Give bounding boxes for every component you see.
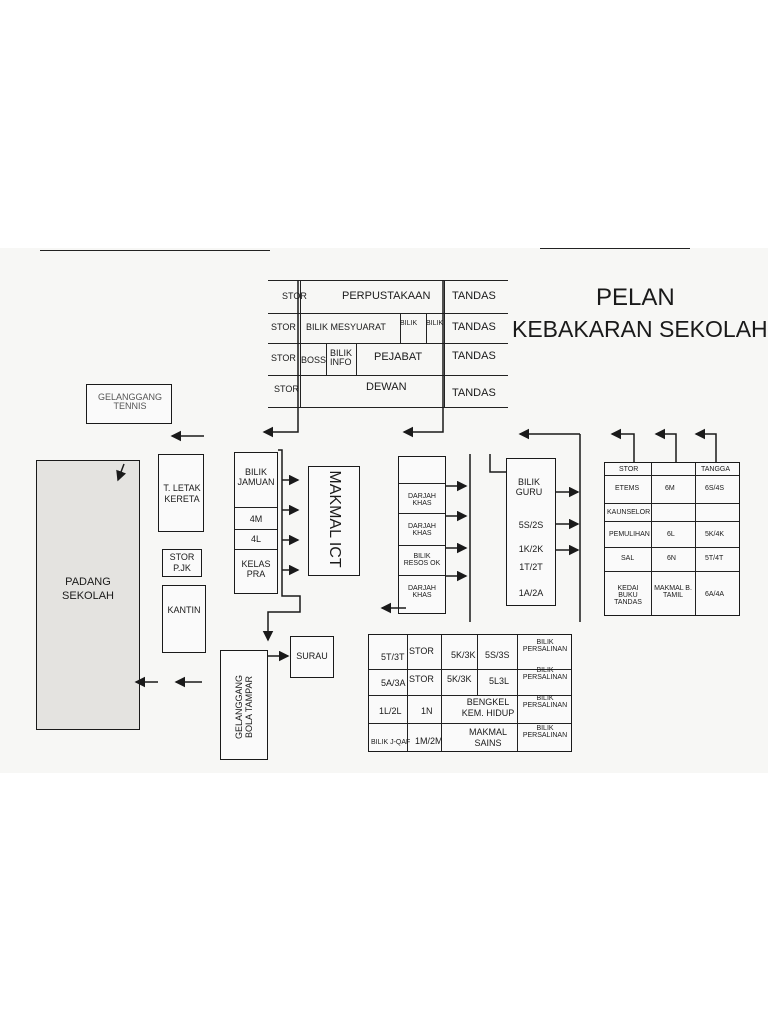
right-tangga: TANGGA (701, 466, 731, 473)
tandas-row1: TANDAS (452, 290, 496, 302)
bottom-r2-a: 5A/3A (381, 678, 406, 688)
right-r1-b: 6M (665, 485, 675, 492)
title-line2: KEBAKARAN SEKOLAH (512, 316, 768, 342)
stor-row2: STOR (271, 322, 296, 332)
kelas-4l: 4L (250, 534, 261, 544)
stor-row3: STOR (271, 353, 296, 363)
persalinan-3: BILIK PERSALINAN (522, 695, 568, 709)
route-arrow (489, 454, 506, 473)
bottom-r4-a: BILIK J-QAF (371, 739, 411, 746)
tletak-label: T. LETAK KERETA (163, 483, 201, 504)
top-block (268, 280, 508, 409)
stor-pjk-b: P.JK (173, 563, 191, 573)
route-arrow (610, 428, 635, 462)
surau-label: SURAU (296, 651, 328, 661)
kantin-label: KANTIN (167, 605, 201, 615)
kelas-1a2a: 1A/2A (518, 588, 544, 598)
right-r4-b: 6N (667, 555, 676, 562)
kelas-5s2s: 5S/2S (518, 520, 544, 530)
route-arrow (654, 428, 677, 462)
bottom-r2-b: STOR (409, 674, 434, 684)
right-r3-c: 5K/4K (705, 531, 725, 538)
right-r4-a: SAL (621, 555, 635, 562)
tandas-row4: TANDAS (452, 387, 496, 399)
route-arrow (262, 280, 299, 438)
bottom-r1-a: 5T/3T (381, 652, 405, 662)
right-r2-a: KAUNSELOR (607, 509, 651, 516)
surau: SURAU (290, 636, 334, 678)
darjah-khas-3: DARJAH KHAS (407, 585, 436, 599)
bottom-r1-c: 5K/3K (451, 650, 476, 660)
kelas-1t2t: 1T/2T (519, 562, 543, 572)
bottom-r1-b: STOR (409, 646, 434, 656)
gelanggang-tennis: GELANGGANG TENNIS (86, 384, 172, 424)
right-r3-a: PEMULIHAN (609, 531, 650, 538)
darjah-khas-block: DARJAH KHAS DARJAH KHAS BILIK RESOS OK D… (398, 456, 446, 614)
padang-sekolah-label: PADANG SEKOLAH (62, 576, 114, 602)
persalinan-1: BILIK PERSALINAN (522, 639, 568, 653)
jamuan-block: BILIK JAMUAN 4M 4L KELAS PRA (234, 452, 278, 594)
bottom-r3-a: 1L/2L (379, 706, 402, 716)
bottom-r1-d: 5S/3S (485, 650, 510, 660)
title-line1: PELAN (596, 284, 675, 311)
boss-label: BOSS (301, 355, 327, 365)
bottom-block: 5T/3T STOR 5K/3K 5S/3S 5A/3A STOR 5K/3K … (368, 634, 572, 752)
persalinan-2: BILIK PERSALINAN (522, 667, 568, 681)
bottom-r4-b: 1M/2M (415, 736, 443, 746)
bottom-r3-b: 1N (421, 706, 433, 716)
kantin: KANTIN (162, 585, 206, 653)
right-r5-c: 6A/4A (705, 591, 725, 598)
right-r5-a: KEDAI BUKU TANDAS (614, 585, 642, 606)
route-arrow (694, 428, 717, 462)
makmal-ict: MAKMAL ICT (308, 466, 360, 576)
tandas-row3: TANDAS (452, 350, 496, 362)
right-r1-c: 6S/4S (705, 485, 725, 492)
bilik-guru-label: BILIK GURU (515, 477, 543, 497)
right-r3-b: 6L (667, 531, 675, 538)
right-r4-c: 5T/4T (705, 555, 724, 562)
bilik-resos-label: BILIK RESOS OK (403, 553, 441, 567)
bottom-r4-c: MAKMAL SAINS (468, 727, 507, 748)
kelas-4m: 4M (249, 514, 263, 524)
right-stor: STOR (619, 466, 639, 473)
stor-row4: STOR (274, 384, 299, 394)
bilik-small-a: BILIK (400, 320, 418, 327)
bilik-jamuan-label: BILIK JAMUAN (237, 467, 275, 487)
right-block: STOR TANGGA ETEMS 6M 6S/4S KAUNSELOR PEM… (604, 462, 740, 616)
right-r5-b: MAKMAL B. TAMIL (654, 585, 692, 599)
bilik-mesyuarat-label: BILIK MESYUARAT (306, 322, 386, 332)
stor-pjk: STOR P.JK (162, 549, 202, 577)
route-arrow (116, 463, 127, 482)
right-r1-a: ETEMS (615, 485, 640, 492)
dewan-label: DEWAN (366, 381, 407, 393)
perpustakaan-label: PERPUSTAKAAN (342, 290, 431, 302)
kelas-pra-label: KELAS PRA (241, 559, 271, 579)
tandas-row2: TANDAS (452, 321, 496, 333)
stor-row1: STOR (282, 291, 307, 301)
bilik-small-b: BILIK (426, 320, 444, 327)
gelanggang-bola-tampar: GELANGGANG BOLA TAMPAR (220, 650, 268, 760)
route-arrow (262, 449, 301, 642)
pejabat-label: PEJABAT (374, 351, 423, 363)
bilik-guru-block: BILIK GURU 5S/2S 1K/2K 1T/2T 1A/2A (506, 458, 556, 606)
kelas-1k2k: 1K/2K (518, 544, 544, 554)
bottom-r2-d: 5L3L (489, 676, 510, 686)
persalinan-4: BILIK PERSALINAN (522, 725, 568, 739)
bottom-r3-c: BENGKEL KEM. HIDUP (461, 697, 515, 718)
bilik-info-label: BILIK INFO (330, 348, 353, 367)
tempat-letak-kereta: T. LETAK KERETA (158, 454, 204, 532)
gelanggang-tennis-label: GELANGGANG TENNIS (97, 392, 162, 411)
stor-pjk-a: STOR (169, 552, 195, 562)
route-arrow (402, 280, 444, 438)
bottom-r2-c: 5K/3K (447, 674, 472, 684)
darjah-khas-2: DARJAH KHAS (407, 523, 436, 537)
darjah-khas-1: DARJAH KHAS (407, 493, 436, 507)
padang-sekolah: PADANG SEKOLAH (36, 460, 140, 730)
